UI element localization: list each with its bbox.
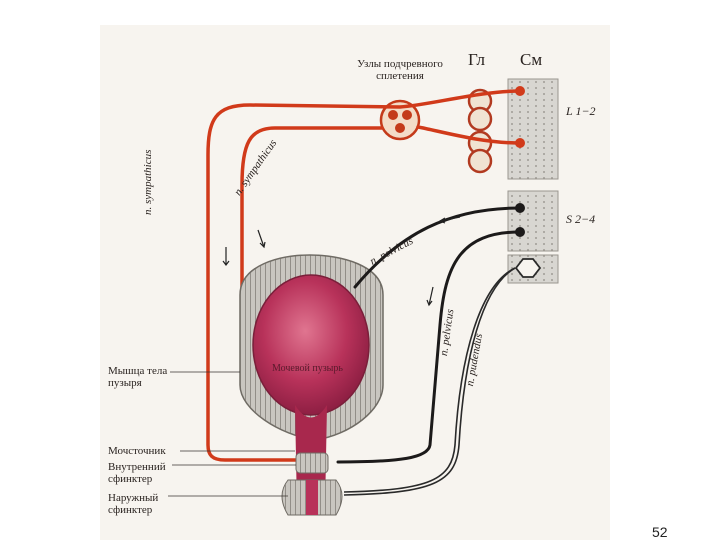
sympathetic-nerve-paths (206, 89, 522, 462)
pudendal-nerve-path (343, 267, 516, 496)
label-muscle: Мышца тела пузыря (108, 365, 168, 390)
direction-arrows (222, 216, 461, 307)
urinary-bladder (239, 254, 384, 510)
spinal-cord-lumbar-segment (507, 78, 559, 180)
internal-sphincter (295, 452, 329, 474)
segment-sacral-label: S 2−4 (566, 212, 596, 226)
column-header-sm: См (520, 50, 543, 69)
anatomical-figure: Узлы подчревного сплетения Гл См L 1−2 S… (100, 25, 610, 540)
label-ureter: Мочсточник (108, 445, 166, 457)
bladder-innervation-diagram (206, 78, 559, 516)
ganglia-label: Узлы подчревного сплетения (357, 58, 443, 83)
hypogastric-plexus-ganglion (379, 99, 421, 141)
motor-neuron-symbol (514, 258, 542, 278)
label-external-sphincter: Наружный сфинктер (108, 492, 159, 517)
segment-lumbar-label: L 1−2 (566, 104, 596, 118)
sympathetic-nerve-endings (515, 86, 525, 148)
bladder-label: Мочевой пузырь (272, 363, 343, 374)
parasympathetic-nerve-paths (336, 206, 522, 464)
external-sphincter (281, 479, 343, 516)
nerve-label-sympathicus-vertical: n. sympathicus (142, 149, 154, 215)
label-leader-lines (168, 371, 296, 497)
page-number: 52 (652, 524, 668, 540)
label-internal-sphincter: Внутренний сфинктер (108, 461, 166, 486)
parasympathetic-nerve-endings (515, 203, 525, 237)
column-header-gl: Гл (468, 50, 486, 69)
